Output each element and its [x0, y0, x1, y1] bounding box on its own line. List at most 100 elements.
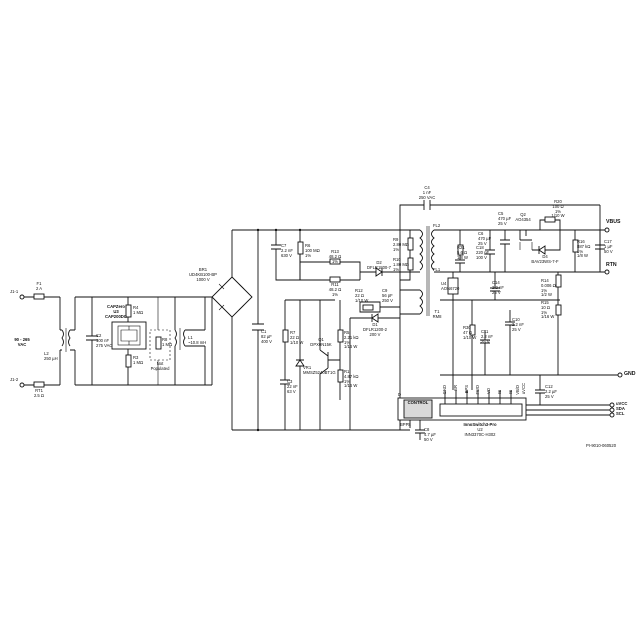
- label-bpp: BPP: [400, 422, 409, 427]
- label-r21: R21 5.6 Ω 1/8 W: [457, 245, 468, 260]
- output-rails: [445, 229, 605, 273]
- label-br1: BR1 UD4KB100-BP 1000 V: [189, 267, 217, 282]
- cap-c18: [455, 255, 465, 272]
- dc-bus: [232, 229, 410, 431]
- label-r30: R30 47 Ω 1/10 W: [463, 325, 477, 340]
- terminal-gnd: [617, 372, 623, 378]
- label-c7: C7 2.2 nF 630 V: [281, 243, 293, 258]
- label-pin-0: GND: [442, 385, 447, 395]
- label-c18: C18 220 pF 100 V: [476, 245, 490, 260]
- label-d1: D1 DFLR1200-2 200 V: [363, 322, 387, 337]
- ic-u2-primary-die: [403, 399, 433, 419]
- diode-d4: [538, 245, 546, 255]
- bridge-br1: [211, 276, 253, 318]
- label-c10: C10 2.2 nF 25 V: [512, 317, 524, 332]
- label-pin-6: IS: [508, 390, 513, 394]
- terminal-scl: [609, 412, 615, 418]
- fuse-f1: [33, 293, 45, 300]
- label-fl1: FL1: [433, 267, 441, 272]
- label-ref: PI-9010-060520: [586, 443, 617, 448]
- resistor-r9: [407, 237, 414, 251]
- ac-bus: [74, 296, 205, 386]
- label-j1-1: J1-1: [10, 289, 19, 294]
- label-pin-s: S: [408, 422, 411, 427]
- label-r14: R14 0.006 Ω 1% 1/2 W: [541, 278, 556, 298]
- label-r4: R4 1 MΩ: [133, 305, 144, 315]
- label-r8: R8 1 MΩ: [162, 337, 173, 347]
- label-c1: C1 82 µF 400 V: [261, 329, 272, 344]
- resistor-r7: [282, 329, 289, 343]
- label-pin-2: BPS: [464, 385, 469, 394]
- label-f1: F1 2 A: [35, 281, 43, 291]
- label-pin-1: SR: [453, 385, 458, 391]
- label-scl: SCL: [616, 411, 625, 416]
- choke-l1: [174, 329, 186, 347]
- label-c17: C17 1 µF 50 V: [604, 239, 613, 254]
- label-u2-part: U2 INN3370C-H302: [464, 427, 496, 437]
- label-r10: R10 1.80 MΩ 1%: [393, 257, 409, 272]
- label-sda: SDA: [616, 406, 625, 411]
- label-c4: C4 1 nF 250 VAC: [418, 185, 436, 200]
- label-pin-3: FWD: [475, 385, 480, 395]
- cap-c12: [535, 375, 545, 405]
- label-u2-name: InnoSwitch3-Pro: [463, 422, 497, 427]
- label-r16: R16 887 kΩ 1% 1/8 W: [577, 239, 591, 259]
- resistor-r21: [457, 244, 464, 256]
- cap-c6: [485, 230, 495, 272]
- label-vac: 90 - 265 VAC: [14, 337, 30, 347]
- label-rtn: RTN: [606, 262, 617, 268]
- label-t1: T1 RM8: [432, 309, 442, 319]
- label-pin-8: uVCC: [521, 383, 526, 395]
- cap-c8: [415, 420, 425, 440]
- cap-c7: [271, 230, 301, 281]
- cap-c10: [505, 310, 515, 375]
- not-populated-box: [149, 329, 171, 361]
- terminal-j1-2: [19, 382, 25, 388]
- transistor-q2: [519, 230, 532, 241]
- label-c6: C6 470 µF 25 V: [478, 231, 492, 246]
- resistor-r16: [572, 239, 579, 253]
- label-r6: R6 100 MΩ 1%: [305, 243, 320, 258]
- cap-c11: [480, 330, 490, 375]
- cap-c14: [490, 272, 500, 300]
- resistor-r15: [555, 304, 562, 316]
- cap-c2: [86, 297, 98, 385]
- label-vr1: VR1 MMSZ5240BT1G: [303, 365, 336, 375]
- resistor-r8: [155, 336, 162, 350]
- label-r12: R12 22 Ω 1/10 W: [355, 288, 369, 303]
- label-c14: C14 2.2 nF 25 V: [492, 280, 504, 295]
- terminal-rtn: [604, 269, 610, 275]
- label-fl2: FL2: [433, 223, 441, 228]
- transformer-secondary: [431, 229, 435, 271]
- label-u4: U4 AON6720: [441, 281, 460, 291]
- i2c-lines: [526, 404, 610, 416]
- terminal-avcc: [609, 402, 615, 408]
- diode-d2: [375, 267, 383, 277]
- resistor-r20: [544, 216, 556, 223]
- label-r5: R5 2.21 kΩ 1% 1/16 W: [344, 330, 359, 350]
- cap-c1: [252, 230, 264, 430]
- label-c11: C11 2.2 nF 25 V: [481, 329, 493, 344]
- label-l1: L1 ~10.8 mH: [188, 335, 207, 345]
- terminal-vbus: [604, 227, 610, 233]
- label-gnd: GND: [624, 371, 636, 377]
- terminal-j1-1: [19, 294, 25, 300]
- label-c8: C8 4.7 µF 50 V: [424, 427, 436, 442]
- cap-c5: [500, 230, 510, 272]
- label-c3: C3 22 nF 63 V: [287, 379, 298, 394]
- label-d2: D2 DFLR1800-7: [367, 260, 391, 270]
- label-pin-4: VO: [486, 388, 491, 395]
- cap-c3: [280, 342, 290, 430]
- resistor-r11: [329, 276, 341, 283]
- choke-l2: [61, 329, 71, 347]
- resistor-r6: [297, 241, 304, 255]
- resistor-r13: [329, 258, 341, 265]
- resistor-r1: [337, 369, 344, 383]
- label-c2: C2 100 nF 275 VAC: [96, 333, 113, 348]
- label-l2: L2 250 µH: [44, 351, 58, 361]
- resistor-r5: [337, 329, 344, 343]
- label-c9: C9 56 pF 250 V: [382, 288, 393, 303]
- label-r15: R15 10 Ω 1% 1/16 W: [541, 300, 555, 320]
